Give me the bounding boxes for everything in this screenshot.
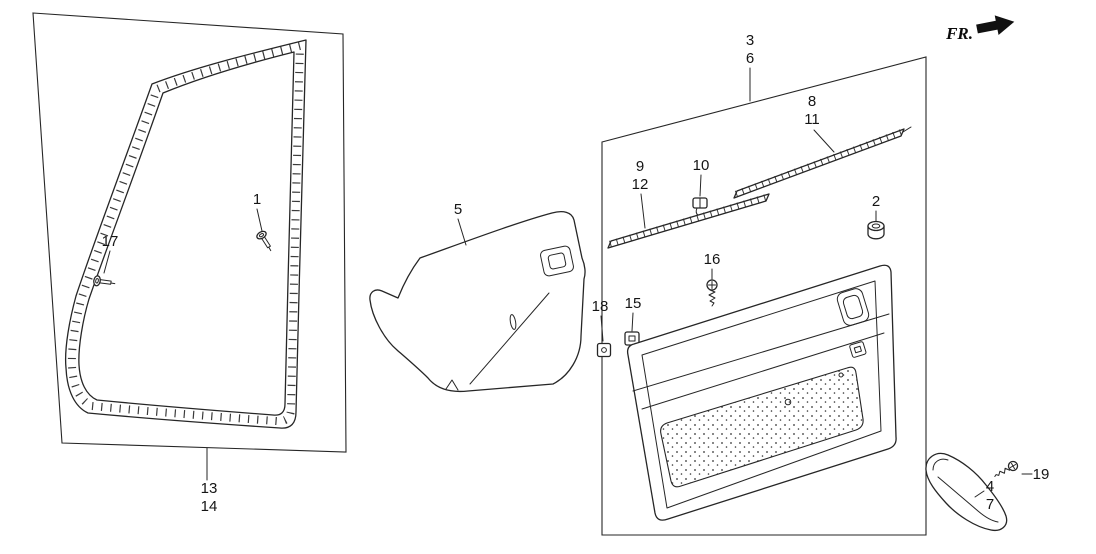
leader-5 <box>457 218 467 246</box>
pocket-textured-area <box>660 366 864 488</box>
right-boundary-box <box>601 56 927 536</box>
lining-outline <box>369 211 586 393</box>
leader-15 <box>631 312 634 332</box>
callout-4: 4 <box>986 478 994 495</box>
screw-threads <box>994 467 1011 477</box>
clip-head <box>93 275 101 287</box>
weatherstrip-assembly <box>32 12 347 453</box>
callout-17: 17 <box>102 233 119 250</box>
callout-5: 5 <box>454 201 462 218</box>
armrest-endcap-line <box>932 458 949 471</box>
clip-head-inner <box>258 233 265 238</box>
hole-outer <box>540 245 574 277</box>
weatherstrip-hatching <box>67 42 304 426</box>
bezel-outer <box>849 341 867 358</box>
door-trim-assembly <box>596 56 927 536</box>
pocket-lip-line <box>641 332 885 410</box>
armrest-inner-line <box>937 476 999 523</box>
hole-inner <box>547 252 567 270</box>
grommet-top <box>867 220 885 232</box>
grommet-hole <box>871 223 881 229</box>
armrest-outline <box>925 452 1008 532</box>
fr-right-arrow-icon <box>976 15 1015 36</box>
panel-inner-outline <box>641 280 882 509</box>
panel-hole <box>784 398 792 406</box>
lining-notch <box>445 379 459 391</box>
callout-11: 11 <box>804 111 820 128</box>
callout-15: 15 <box>625 295 642 312</box>
leader-17 <box>103 250 111 274</box>
callout-14: 14 <box>201 498 218 515</box>
weatherstrip-outer-outline <box>64 39 307 429</box>
callout-8: 8 <box>808 93 816 110</box>
callout-6: 6 <box>746 50 754 67</box>
callout-13: 13 <box>201 480 218 497</box>
callout-7: 7 <box>986 496 994 513</box>
fr-indicator: FR. <box>945 15 1015 43</box>
grommet-2 <box>867 220 885 240</box>
recess-inner <box>842 294 864 320</box>
weatherstrip-inner-outline <box>78 51 295 416</box>
lining-slot <box>509 314 517 330</box>
armrest <box>925 452 1008 532</box>
clip-hook <box>695 207 699 216</box>
callout-12: 12 <box>632 176 649 193</box>
lining-access-hole <box>540 245 574 277</box>
strip-outline <box>733 128 905 199</box>
leader-18 <box>600 315 604 342</box>
lower-molding-strip <box>607 193 770 249</box>
leader-lines <box>103 67 1033 498</box>
callout-2: 2 <box>872 193 880 210</box>
leader-1 <box>256 208 263 232</box>
molding-clip-10 <box>692 197 708 216</box>
door-lining-panel <box>369 211 586 393</box>
seal-clip-1 <box>256 230 272 252</box>
left-boundary-box <box>32 12 347 453</box>
callout-3: 3 <box>746 32 754 49</box>
callout-1: 1 <box>253 191 261 208</box>
leader-9-12 <box>640 193 646 229</box>
callout-16: 16 <box>704 251 721 268</box>
lock-knob-bezel <box>849 341 867 358</box>
screw-cross-slot <box>1009 462 1017 470</box>
upper-molding-strip <box>733 126 912 199</box>
clip-head <box>256 230 267 240</box>
clip-body <box>596 342 612 358</box>
callout-19: 19 <box>1033 466 1050 483</box>
leader-8-11 <box>813 129 835 153</box>
clip-inner <box>601 347 607 353</box>
strip-end-tab <box>902 126 912 133</box>
strip-outline <box>607 193 770 249</box>
panel-crease-line <box>632 313 890 392</box>
clip-inner <box>628 335 636 342</box>
trim-clip-18 <box>596 342 612 358</box>
callout-18: 18 <box>592 298 609 315</box>
bezel-inner <box>853 345 862 354</box>
fr-label: FR. <box>945 24 973 43</box>
screw-cross-slot <box>708 281 716 289</box>
clip-stem <box>261 236 272 252</box>
clip-head-inner <box>95 278 99 284</box>
screw-threads <box>708 289 716 307</box>
panel-hole-small <box>838 372 844 378</box>
screw-19 <box>994 460 1019 477</box>
seal-clip-17 <box>93 275 116 287</box>
leader-10 <box>699 174 702 197</box>
lining-crease-line <box>469 292 550 385</box>
screw-16 <box>706 279 718 307</box>
clip-stem <box>99 279 116 285</box>
callout-numbers: 1 17 13 14 5 3 6 8 11 9 12 10 2 16 18 15… <box>102 32 1050 515</box>
callout-9: 9 <box>636 158 644 175</box>
callout-10: 10 <box>693 157 710 174</box>
strip-hatching <box>734 128 904 198</box>
leader-4-7 <box>974 490 985 498</box>
door-trim-panel <box>626 264 897 521</box>
